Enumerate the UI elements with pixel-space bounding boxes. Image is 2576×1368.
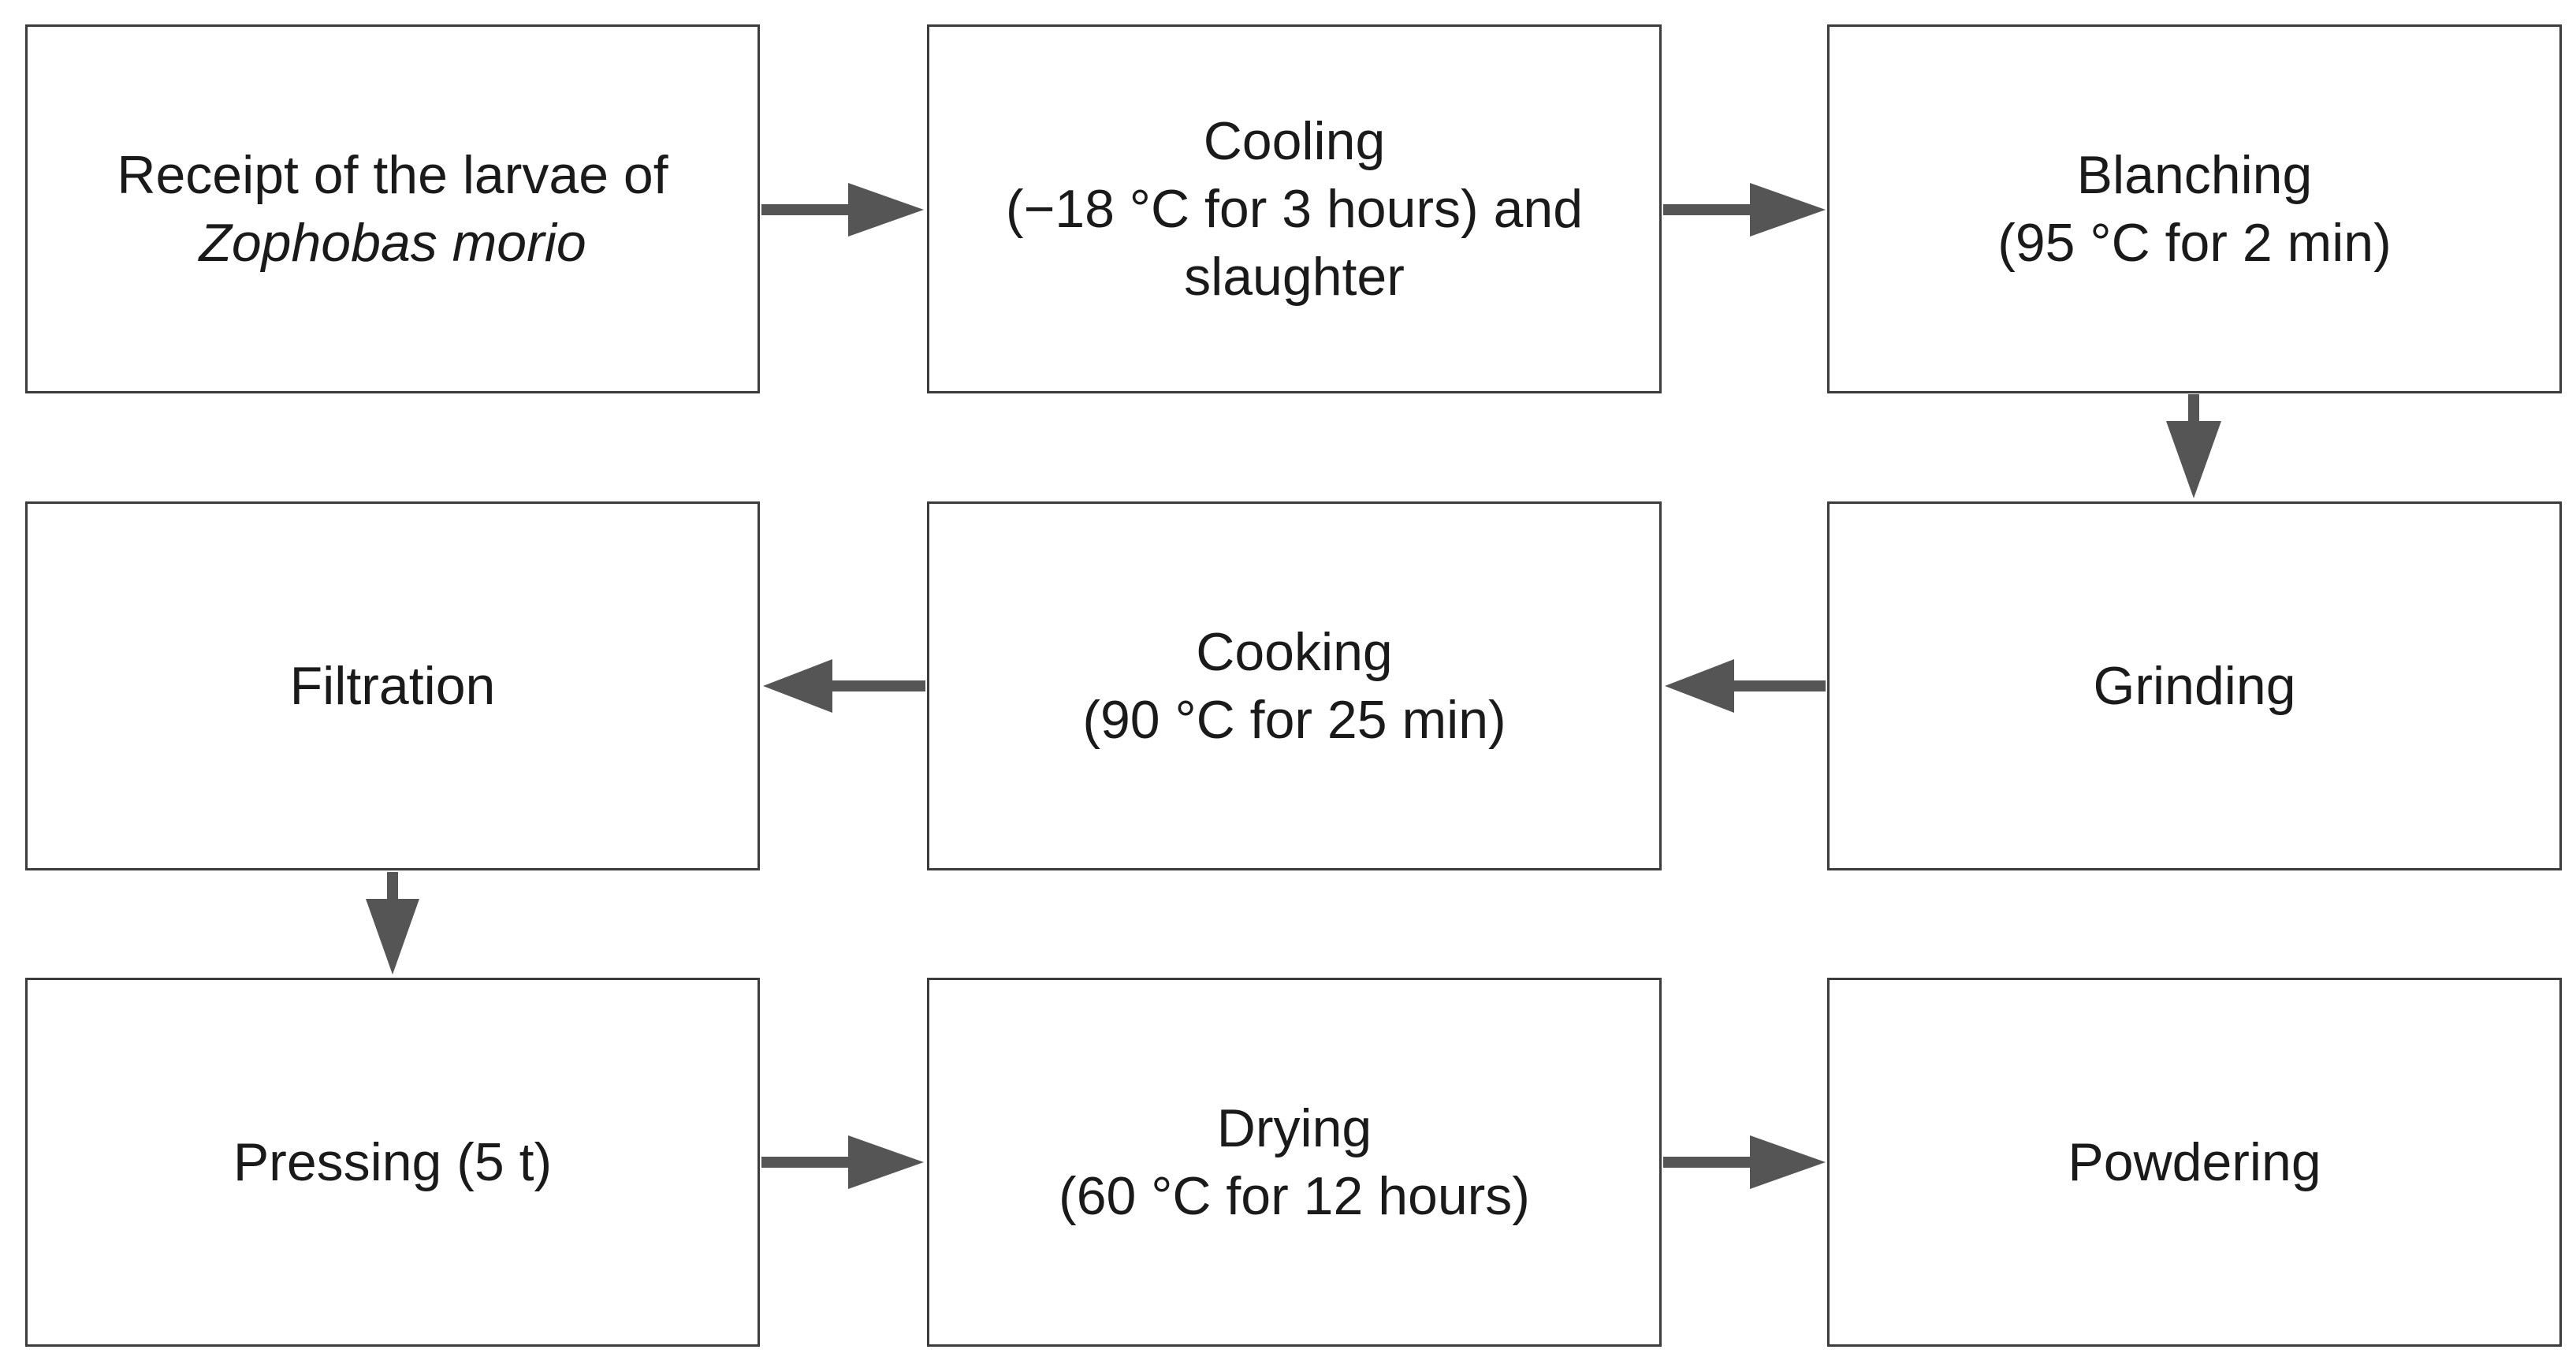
step-blanching-title: Blanching bbox=[2076, 145, 2313, 205]
step-powdering-title: Powdering bbox=[2068, 1132, 2321, 1192]
step-grinding-title: Grinding bbox=[2093, 656, 2296, 716]
arrow-filtration-to-pressing bbox=[366, 872, 419, 975]
arrow-grinding-to-cooking bbox=[1665, 659, 1826, 713]
step-drying-condition: (60 °C for 12 hours) bbox=[1059, 1166, 1530, 1226]
step-cooking-condition: (90 °C for 25 min) bbox=[1082, 690, 1506, 750]
step-powdering-box: Powdering bbox=[1827, 978, 2562, 1347]
step-filtration-box: Filtration bbox=[25, 501, 760, 870]
step-pressing-title: Pressing (5 t) bbox=[233, 1132, 553, 1192]
step-blanching-condition: (95 °C for 2 min) bbox=[1997, 213, 2392, 273]
step-cooking-box: Cooking (90 °C for 25 min) bbox=[927, 501, 1662, 870]
step-cooling-box: Cooling (−18 °C for 3 hours) and slaught… bbox=[927, 24, 1662, 393]
arrow-pressing-to-drying bbox=[761, 1135, 924, 1189]
arrow-blanching-to-grinding bbox=[2166, 394, 2221, 498]
arrow-cooking-to-filtration bbox=[763, 659, 925, 713]
step-receipt-box: Receipt of the larvae of Zophobas morio bbox=[25, 24, 760, 393]
step-filtration-title: Filtration bbox=[289, 656, 496, 716]
step-blanching-box: Blanching (95 °C for 2 min) bbox=[1827, 24, 2562, 393]
arrow-drying-to-powdering bbox=[1663, 1135, 1826, 1189]
step-grinding-box: Grinding bbox=[1827, 501, 2562, 870]
step-pressing-box: Pressing (5 t) bbox=[25, 978, 760, 1347]
arrow-receipt-to-cooling bbox=[761, 183, 924, 237]
step-cooking-title: Cooking bbox=[1196, 622, 1393, 682]
step-receipt-species: Zophobas morio bbox=[199, 213, 586, 273]
step-drying-box: Drying (60 °C for 12 hours) bbox=[927, 978, 1662, 1347]
step-cooling-title: Cooling bbox=[1203, 111, 1386, 171]
arrow-cooling-to-blanching bbox=[1663, 183, 1826, 237]
step-receipt-label: Receipt of the larvae of bbox=[117, 145, 668, 205]
step-drying-title: Drying bbox=[1216, 1098, 1372, 1158]
step-cooling-extra: slaughter bbox=[1184, 247, 1405, 307]
step-cooling-condition: (−18 °C for 3 hours) and bbox=[1005, 179, 1584, 239]
